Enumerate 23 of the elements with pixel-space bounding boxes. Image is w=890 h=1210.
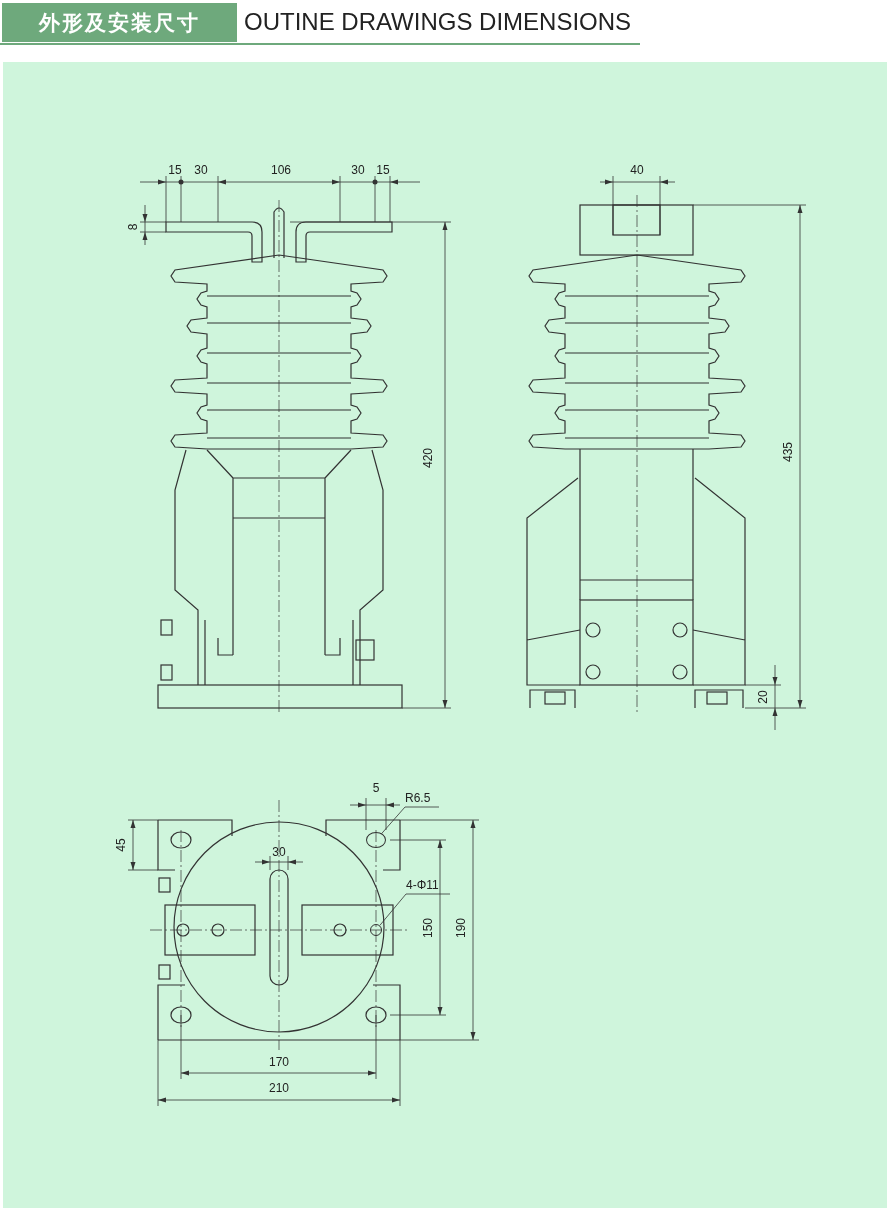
dimension-label: 106: [271, 163, 291, 177]
dimension-label: 435: [781, 442, 795, 462]
dimension-label: 170: [269, 1055, 289, 1069]
dimension-label: 15: [376, 163, 390, 177]
dimension-label: 8: [126, 223, 140, 231]
dimension-label: 210: [269, 1081, 289, 1095]
dimension-label: 150: [421, 918, 435, 938]
subtitle: OUTINE DRAWINGS DIMENSIONS: [244, 8, 632, 36]
dimension-label: 20: [756, 690, 770, 704]
dimension-label: 15: [168, 163, 182, 177]
dimension-label: 45: [114, 838, 128, 852]
dimension-label: 30: [272, 845, 286, 859]
dimension-label: 4-Φ11: [406, 878, 439, 892]
dimension-label: 5: [372, 781, 380, 795]
leader-line: [379, 893, 451, 926]
dimension-label: R6.5: [405, 791, 431, 805]
dimension-label: 190: [454, 918, 468, 938]
leader-line: [380, 806, 440, 835]
title: 外形及安装尺寸: [2, 3, 237, 42]
dimension-label: 40: [630, 163, 644, 177]
dimension-label: 420: [421, 448, 435, 468]
dimension-label: 30: [351, 163, 365, 177]
dimension-label: 30: [194, 163, 208, 177]
